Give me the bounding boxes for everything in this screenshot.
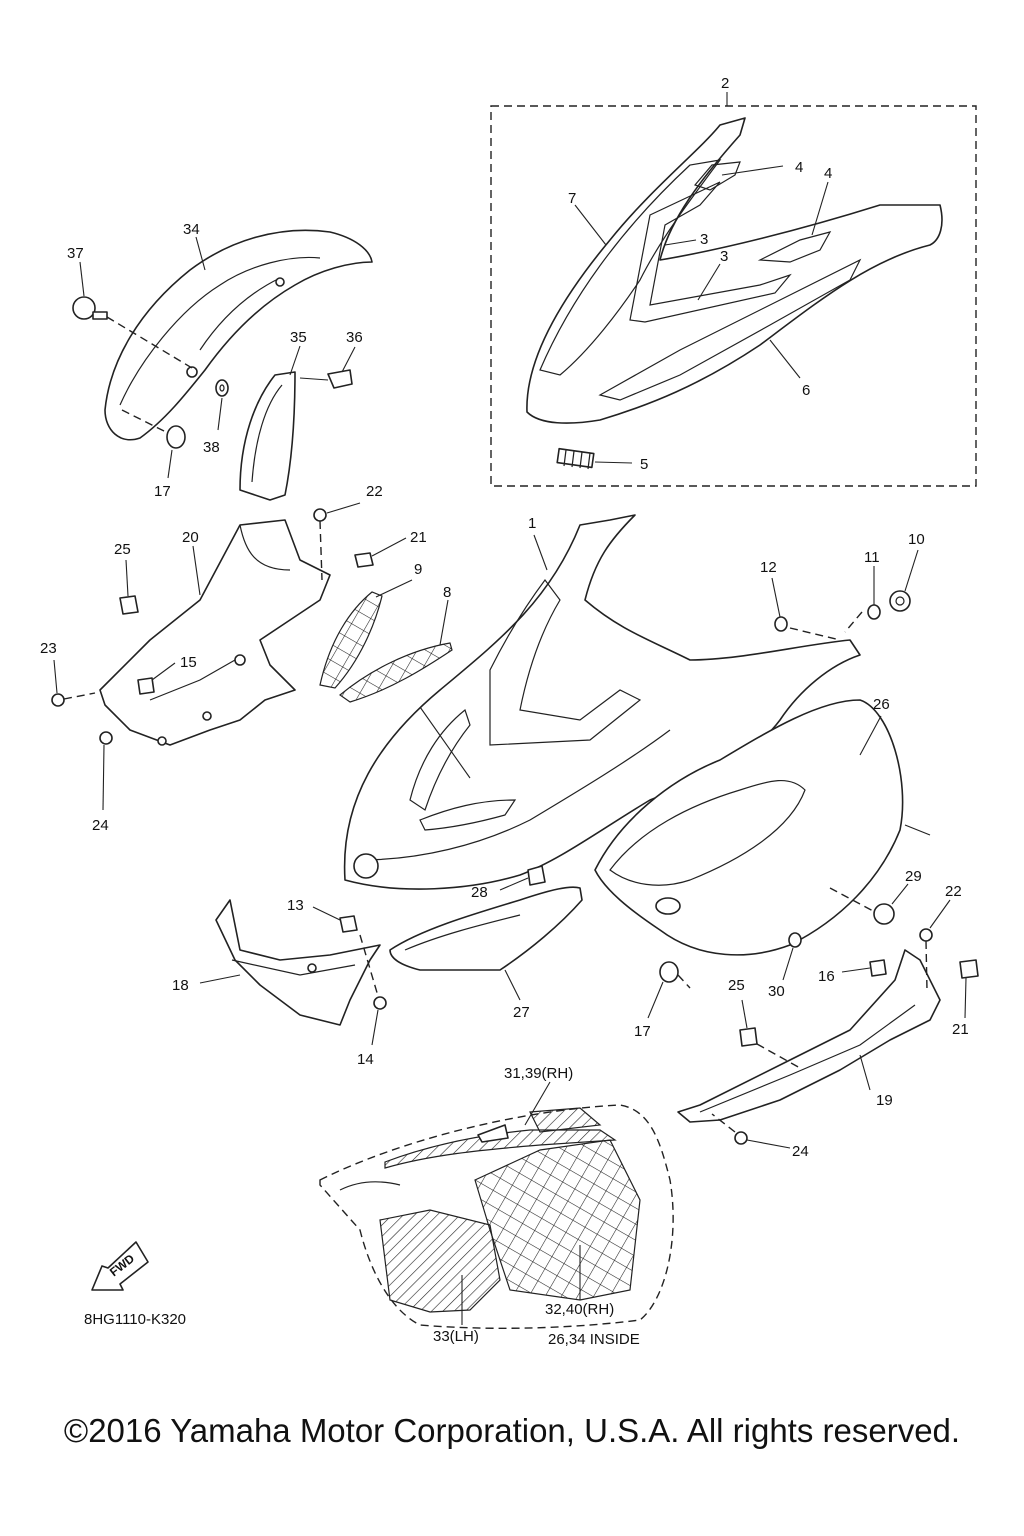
floor-mat-set [319,1081,674,1329]
callout-2: 2 [721,75,729,92]
diagram-code: 8HG1110-K320 [84,1311,186,1328]
callout-26: 26 [873,696,890,713]
callout-21a: 21 [410,529,427,546]
mesh-grilles [319,579,453,703]
callout-3a: 3 [700,231,708,248]
callout-1: 1 [528,515,536,532]
callout-17b: 17 [634,1023,651,1040]
callout-15: 15 [180,654,197,671]
callout-25a: 25 [114,541,131,558]
lower-cover-right [677,899,979,1149]
callout-30: 30 [768,983,785,1000]
callout-37: 37 [67,245,84,262]
callout-labels: 1 2 3 3 4 4 5 6 7 8 9 10 11 12 13 14 15 … [40,75,969,1345]
callout-38: 38 [203,439,220,456]
lower-cover-left [199,899,387,1046]
callout-4b: 4 [824,165,832,182]
callout-10: 10 [908,531,925,548]
top-fasteners [771,549,919,641]
callout-16: 16 [818,968,835,985]
callout-19: 19 [876,1092,893,1109]
callout-35: 35 [290,329,307,346]
graphic-kit-box [490,92,977,487]
callout-27: 27 [513,1004,530,1021]
callout-7: 7 [568,190,576,207]
callout-32: 32,40(RH) [545,1301,614,1318]
callout-23: 23 [40,640,57,657]
callout-3b: 3 [720,248,728,265]
callout-5: 5 [640,456,648,473]
callout-36: 36 [346,329,363,346]
callout-31: 31,39(RH) [504,1065,573,1082]
side-panel [389,886,583,1001]
callout-14: 14 [357,1051,374,1068]
callout-33: 33(LH) [433,1328,479,1345]
callout-4a: 4 [795,159,803,176]
callout-11: 11 [864,549,880,566]
callout-9: 9 [414,561,422,578]
callout-8: 8 [443,584,451,601]
copyright-notice: ©2016 Yamaha Motor Corporation, U.S.A. A… [63,1412,961,1449]
callout-21b: 21 [952,1021,969,1038]
rear-cowl-assembly [72,229,373,501]
lower-fasteners [499,865,909,1019]
callout-24b: 24 [792,1143,809,1160]
fwd-arrow-icon: FWD [91,1241,149,1291]
callout-34: 34 [183,221,200,238]
side-cover-left [51,502,407,811]
callout-13: 13 [287,897,304,914]
callout-24a: 24 [92,817,109,834]
callout-22b: 22 [945,883,962,900]
callout-12: 12 [760,559,777,576]
callout-28: 28 [471,884,488,901]
callout-17a: 17 [154,483,171,500]
callout-20: 20 [182,529,199,546]
callout-29: 29 [905,868,922,885]
callout-6: 6 [802,382,810,399]
inner-cover-right [594,699,931,956]
inside-note: 26,34 INSIDE [548,1331,640,1348]
front-body-panel [343,514,861,890]
callout-18: 18 [172,977,189,994]
callout-22a: 22 [366,483,383,500]
callout-25b: 25 [728,977,745,994]
